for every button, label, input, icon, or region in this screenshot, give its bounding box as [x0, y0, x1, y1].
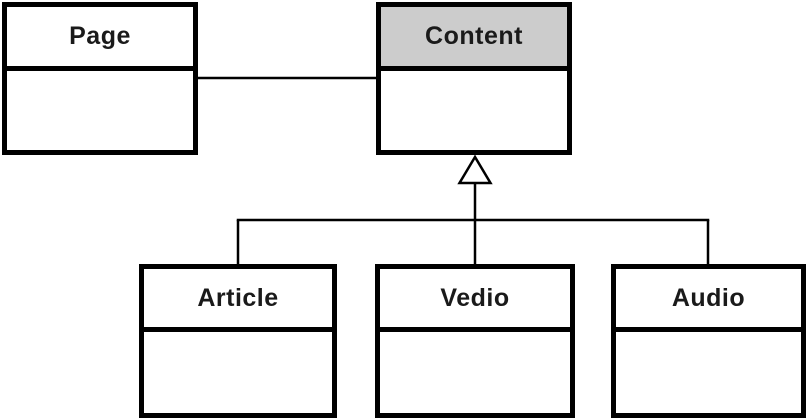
- class-box-audio: Audio: [611, 264, 806, 418]
- class-body-vedio: [380, 332, 570, 413]
- class-body-article: [144, 332, 332, 413]
- class-name-article: Article: [144, 269, 332, 332]
- class-body-audio: [616, 332, 801, 413]
- class-name-page: Page: [7, 7, 193, 71]
- inheritance-triangle-icon: [457, 154, 493, 185]
- class-body-content: [381, 71, 567, 150]
- class-box-page: Page: [2, 2, 198, 155]
- class-box-content: Content: [376, 2, 572, 155]
- class-name-content: Content: [381, 7, 567, 71]
- class-body-page: [7, 71, 193, 150]
- class-name-vedio: Vedio: [380, 269, 570, 332]
- class-box-vedio: Vedio: [375, 264, 575, 418]
- class-box-article: Article: [139, 264, 337, 418]
- class-name-audio: Audio: [616, 269, 801, 332]
